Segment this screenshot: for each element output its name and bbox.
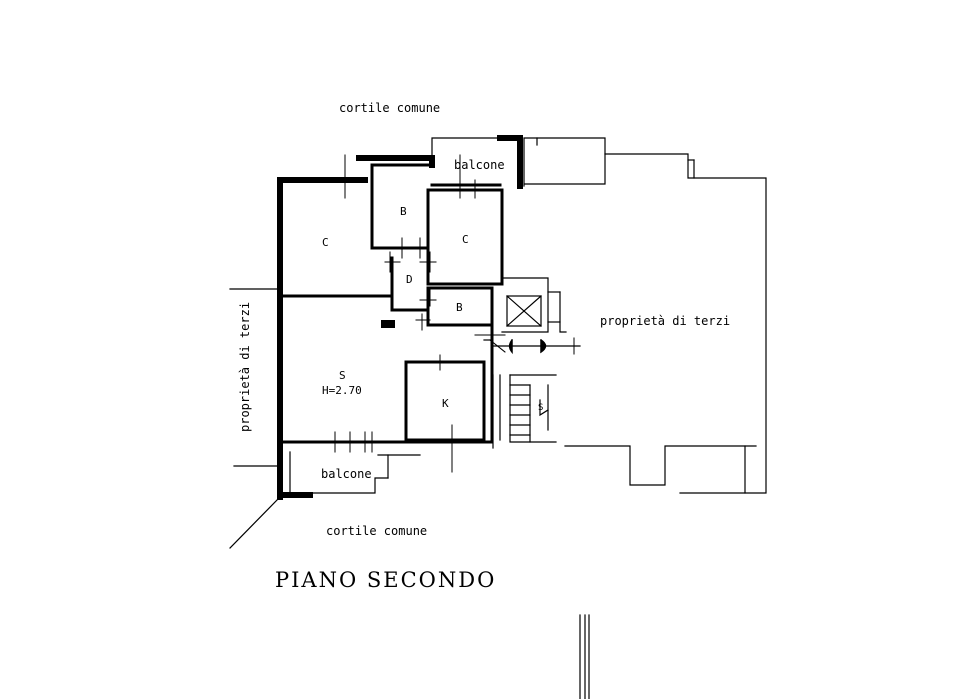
room-bedroom-left-label: C	[322, 236, 329, 249]
room-closet-label: D	[406, 273, 413, 286]
stair-mark-label: S	[538, 403, 544, 413]
room-bath-top-label: B	[400, 205, 407, 218]
room-living-label: S	[339, 369, 346, 382]
courtyard-top-label: cortile comune	[339, 101, 441, 115]
room-kitchen-label: K	[442, 397, 449, 410]
landing-doors	[508, 338, 547, 355]
third-party-left-label: proprietà di terzi	[238, 301, 252, 432]
room-bedroom-right-label: C	[462, 233, 469, 246]
window-marks	[334, 154, 581, 473]
room-bath-small-label: B	[456, 301, 463, 314]
third-party-right-label: proprietà di terzi	[600, 314, 731, 328]
courtyard-bottom-label: cortile comune	[326, 524, 428, 538]
balcony-bottom-label: balcone	[321, 467, 372, 481]
floor-title: PIANO SECONDO	[275, 568, 497, 592]
interior-walls	[278, 163, 504, 444]
thin-lines	[229, 137, 767, 699]
room-height-label: H=2.70	[322, 384, 362, 397]
balcony-top-label: balcone	[454, 158, 505, 172]
